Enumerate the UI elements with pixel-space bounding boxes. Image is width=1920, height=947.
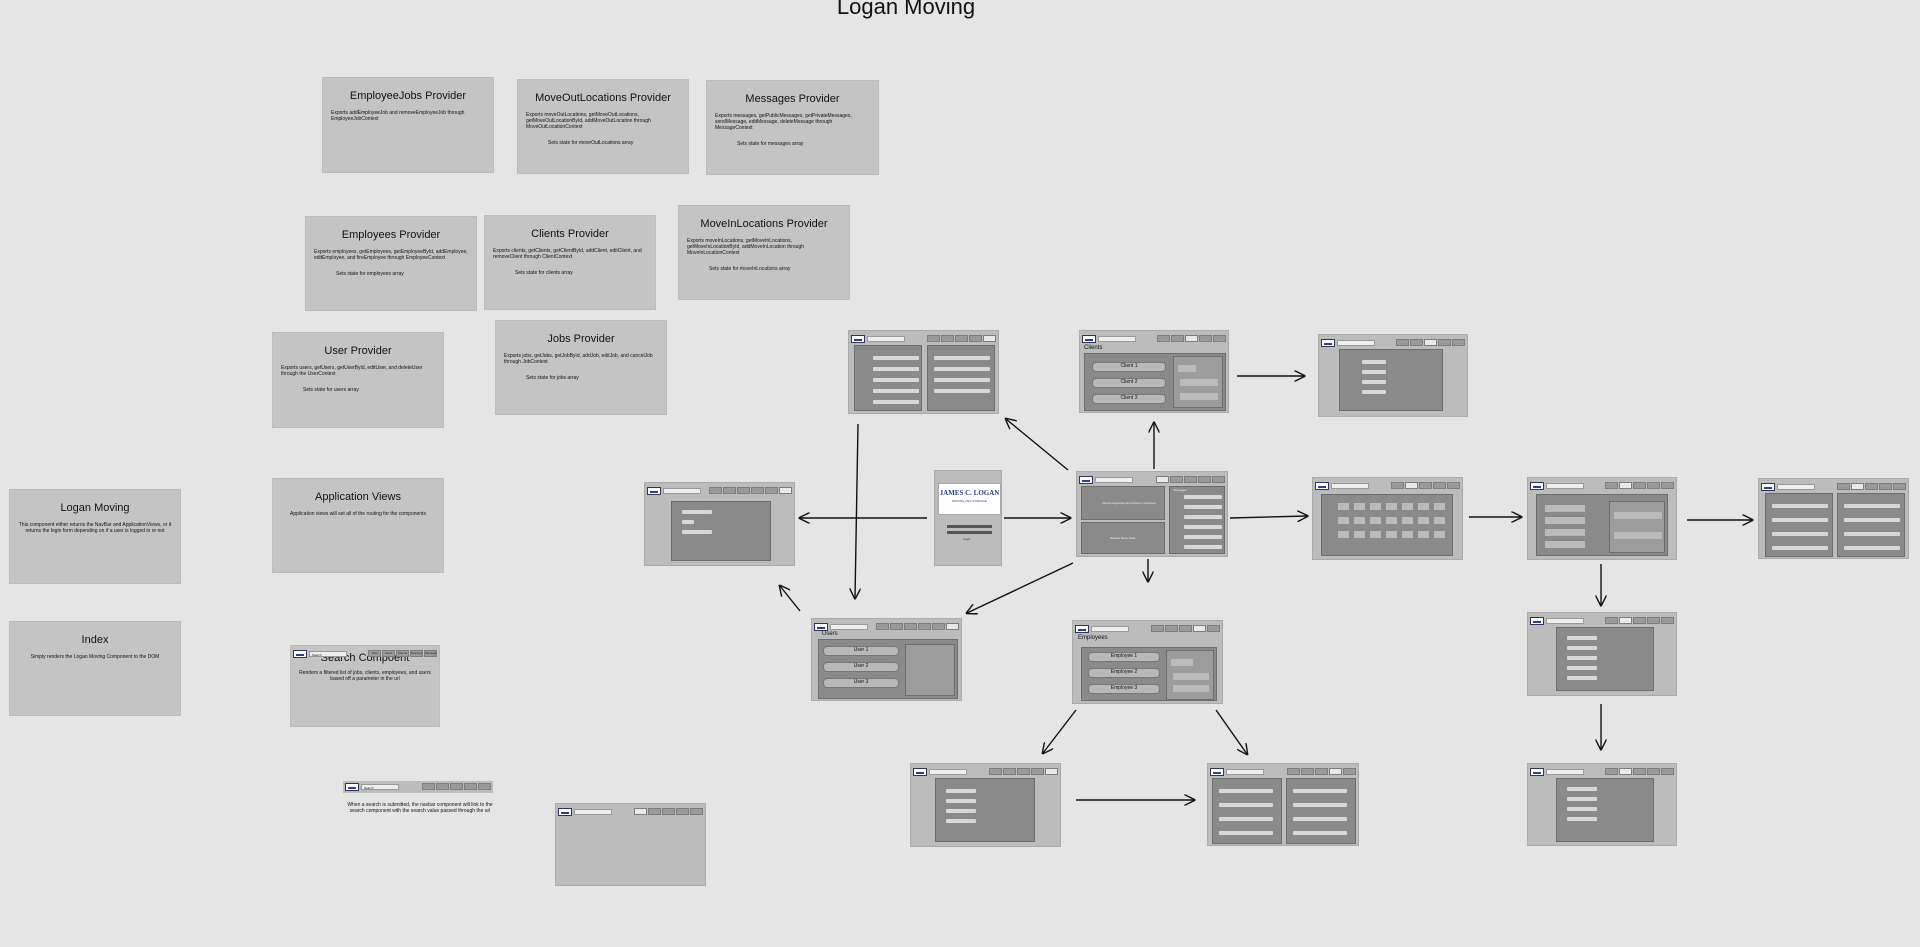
employees-heading: Employees bbox=[1078, 635, 1108, 641]
card-logan-moving: Logan Moving This component either retur… bbox=[9, 489, 181, 584]
card-title: EmployeeJobs Provider bbox=[349, 90, 467, 102]
user-item[interactable]: User 3 bbox=[823, 678, 899, 688]
logo-icon bbox=[293, 649, 307, 658]
nav-button[interactable]: Messages bbox=[424, 650, 437, 657]
nav-button[interactable]: Jobs bbox=[368, 650, 381, 657]
moves-panel: Moves happening and Clients contacted bbox=[1081, 486, 1165, 520]
card-title: User Provider bbox=[324, 345, 392, 357]
logan-logo: JAMES C. LOGAN MOVING AND STORAGE bbox=[938, 483, 1001, 515]
card-title: Index bbox=[81, 634, 109, 646]
card-title: Jobs Provider bbox=[547, 333, 615, 345]
card-note: Sets state for clients array bbox=[515, 270, 573, 276]
card-clients-provider: Clients Provider Exports clients, getCli… bbox=[484, 215, 656, 310]
arrow bbox=[1215, 709, 1247, 754]
arrow bbox=[967, 562, 1074, 613]
job-detail-mockup bbox=[1527, 477, 1677, 560]
card-description: Renders a filtered list of jobs, clients… bbox=[299, 670, 431, 682]
newest-move-panel: Newest Move Data bbox=[1081, 522, 1165, 554]
clients-mockup: Clients Client 1 Client 2 Client 3 bbox=[1079, 330, 1229, 413]
search-navbar-mock: Search bbox=[343, 781, 493, 793]
users-mockup: Users User 1 User 2 User 3 bbox=[811, 618, 962, 701]
card-title: Application Views bbox=[314, 491, 401, 503]
card-employee-jobs-provider: EmployeeJobs Provider Exports addEmploye… bbox=[322, 77, 494, 173]
job-form-mockup bbox=[1527, 612, 1677, 696]
card-note: Sets state for employees array bbox=[336, 271, 404, 277]
card-movein-provider: MoveInLocations Provider Exports moveInL… bbox=[678, 205, 850, 300]
search-input[interactable]: Search bbox=[361, 783, 399, 790]
card-title: MoveInLocations Provider bbox=[700, 218, 828, 230]
employee-item[interactable]: Employee 1 bbox=[1088, 652, 1160, 662]
employee-item[interactable]: Employee 3 bbox=[1088, 684, 1160, 694]
user-form-mockup bbox=[644, 482, 795, 566]
client-item[interactable]: Client 1 bbox=[1092, 362, 1166, 372]
client-item[interactable]: Client 2 bbox=[1092, 378, 1166, 388]
job-movers-mockup bbox=[1758, 478, 1909, 559]
card-description: Exports employees, getEmployees, getEmpl… bbox=[314, 249, 468, 261]
login-button[interactable]: Login bbox=[963, 537, 971, 541]
card-note: Sets state for jobs array bbox=[526, 375, 579, 381]
card-messages-provider: Messages Provider Exports messages, getP… bbox=[706, 80, 879, 175]
employees-mockup: Employees Employee 1 Employee 2 Employee… bbox=[1072, 620, 1223, 704]
arrow bbox=[855, 423, 858, 598]
messages-mockup bbox=[848, 330, 999, 414]
card-title: Logan Moving bbox=[60, 502, 130, 514]
client-item[interactable]: Client 3 bbox=[1092, 394, 1166, 404]
card-note: Sets state for users array bbox=[303, 387, 359, 393]
card-description: Exports moveInLocations, getMoveInLocati… bbox=[687, 238, 805, 256]
clients-heading: Clients bbox=[1084, 345, 1103, 351]
employee-jobs-mockup bbox=[1207, 763, 1359, 846]
card-description: Exports messages, getPublicMessages, get… bbox=[715, 113, 852, 131]
card-description: Exports jobs, getJobs, getJobById, addJo… bbox=[504, 353, 653, 365]
card-description: Exports moveOutLocations, getMoveOutLoca… bbox=[526, 112, 651, 130]
client-form-mockup bbox=[1318, 334, 1468, 417]
users-heading: Users bbox=[822, 631, 838, 637]
card-moveout-provider: MoveOutLocations Provider Exports moveOu… bbox=[517, 79, 689, 174]
messages-panel: Messages bbox=[1169, 486, 1225, 554]
arrow bbox=[780, 586, 801, 612]
card-description: Exports addEmployeeJob and removeEmploye… bbox=[331, 110, 465, 122]
card-application-views: Application Views Application views will… bbox=[272, 478, 444, 573]
arrow bbox=[1043, 709, 1077, 753]
card-index: Index Simply renders the Logan Moving Co… bbox=[9, 621, 181, 716]
employee-item[interactable]: Employee 2 bbox=[1088, 668, 1160, 678]
card-search-component: Search Jobs Users Clients Employees Mess… bbox=[290, 645, 440, 727]
diagram-title: Logan Moving bbox=[836, 0, 976, 19]
user-item[interactable]: User 2 bbox=[823, 662, 899, 672]
nav-button[interactable]: Clients bbox=[396, 650, 409, 657]
card-description: This component either returns the NavBar… bbox=[18, 522, 172, 534]
card-employees-provider: Employees Provider Exports employees, ge… bbox=[305, 216, 477, 311]
home-mockup: Moves happening and Clients contacted Ne… bbox=[1076, 471, 1228, 557]
card-description: Exports clients, getClients, getClientBy… bbox=[493, 248, 642, 260]
arrow bbox=[1229, 516, 1307, 518]
nav-button[interactable]: Employees bbox=[410, 650, 423, 657]
login-mockup: JAMES C. LOGAN MOVING AND STORAGE Login bbox=[934, 470, 1002, 566]
employee-form-mockup bbox=[910, 763, 1061, 847]
nav-button[interactable]: Users bbox=[382, 650, 395, 657]
search-input[interactable]: Search bbox=[309, 650, 347, 657]
card-user-provider: User Provider Exports users, getUsers, g… bbox=[272, 332, 444, 428]
card-note: Sets state for moveInLocations array bbox=[709, 266, 791, 272]
search-note: When a search is submitted, the navbar c… bbox=[347, 802, 493, 814]
arrow bbox=[1006, 419, 1069, 471]
card-note: Sets state for moveOutLocations array bbox=[548, 140, 634, 146]
card-description: Application views will set all of the ro… bbox=[290, 511, 426, 517]
card-description: Exports users, getUsers, getUserById, ed… bbox=[281, 365, 423, 377]
user-item[interactable]: User 1 bbox=[823, 646, 899, 656]
card-note: Sets state for messages array bbox=[737, 141, 804, 147]
jobs-board-mockup bbox=[1312, 477, 1463, 560]
card-title: Messages Provider bbox=[745, 93, 840, 105]
card-description: Simply renders the Logan Moving Componen… bbox=[30, 654, 160, 660]
card-title: MoveOutLocations Provider bbox=[535, 92, 671, 104]
logo-icon bbox=[345, 782, 359, 791]
card-title: Clients Provider bbox=[531, 228, 609, 240]
card-jobs-provider: Jobs Provider Exports jobs, getJobs, get… bbox=[495, 320, 667, 415]
card-title: Employees Provider bbox=[341, 229, 441, 241]
navbar: Search Jobs Users Clients Employees Mess… bbox=[293, 649, 437, 658]
search-results-mockup bbox=[555, 803, 706, 886]
job-edit-mockup bbox=[1527, 763, 1677, 846]
